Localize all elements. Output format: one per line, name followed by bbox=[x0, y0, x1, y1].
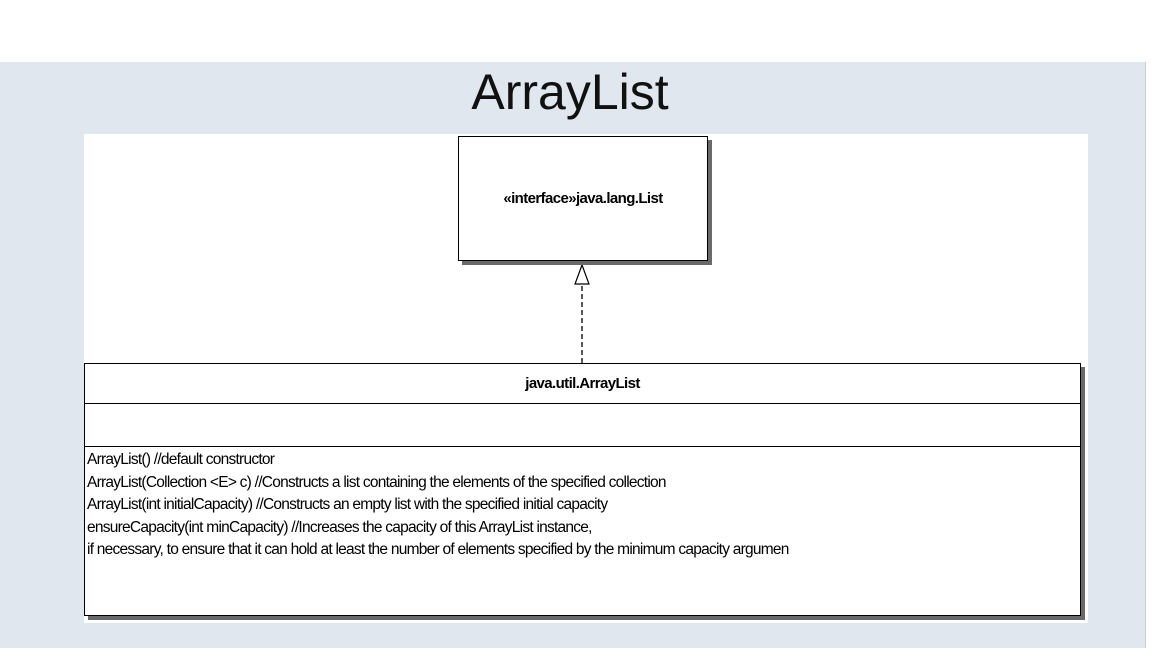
class-name-compartment: java.util.ArrayList bbox=[85, 364, 1080, 404]
class-name: java.util.ArrayList bbox=[525, 375, 640, 392]
slide-scroll-edge bbox=[1145, 62, 1152, 648]
interface-label: «interface»java.lang.List bbox=[503, 190, 663, 207]
operation-line: ArrayList() //default constructor bbox=[87, 451, 275, 468]
interface-box[interactable]: «interface»java.lang.List bbox=[458, 136, 708, 261]
realization-connector bbox=[574, 263, 590, 363]
uml-diagram: «interface»java.lang.List java.util.Arra… bbox=[84, 134, 1088, 623]
operation-line: ensureCapacity(int minCapacity) //Increa… bbox=[87, 518, 592, 536]
operation-line: if necessary, to ensure that it can hold… bbox=[87, 541, 789, 558]
class-box[interactable]: java.util.ArrayList ArrayList() //defaul… bbox=[84, 363, 1081, 616]
operation-line: ArrayList(int initialCapacity) //Constru… bbox=[87, 496, 608, 513]
slide-title: ArrayList bbox=[471, 64, 669, 120]
top-margin bbox=[0, 0, 1152, 62]
hollow-triangle-arrowhead bbox=[574, 263, 590, 285]
attributes-compartment bbox=[85, 404, 1080, 447]
operations-compartment: ArrayList() //default constructor ArrayL… bbox=[85, 447, 1080, 562]
operation-line: ArrayList(Collection <E> c) //Constructs… bbox=[87, 473, 667, 491]
